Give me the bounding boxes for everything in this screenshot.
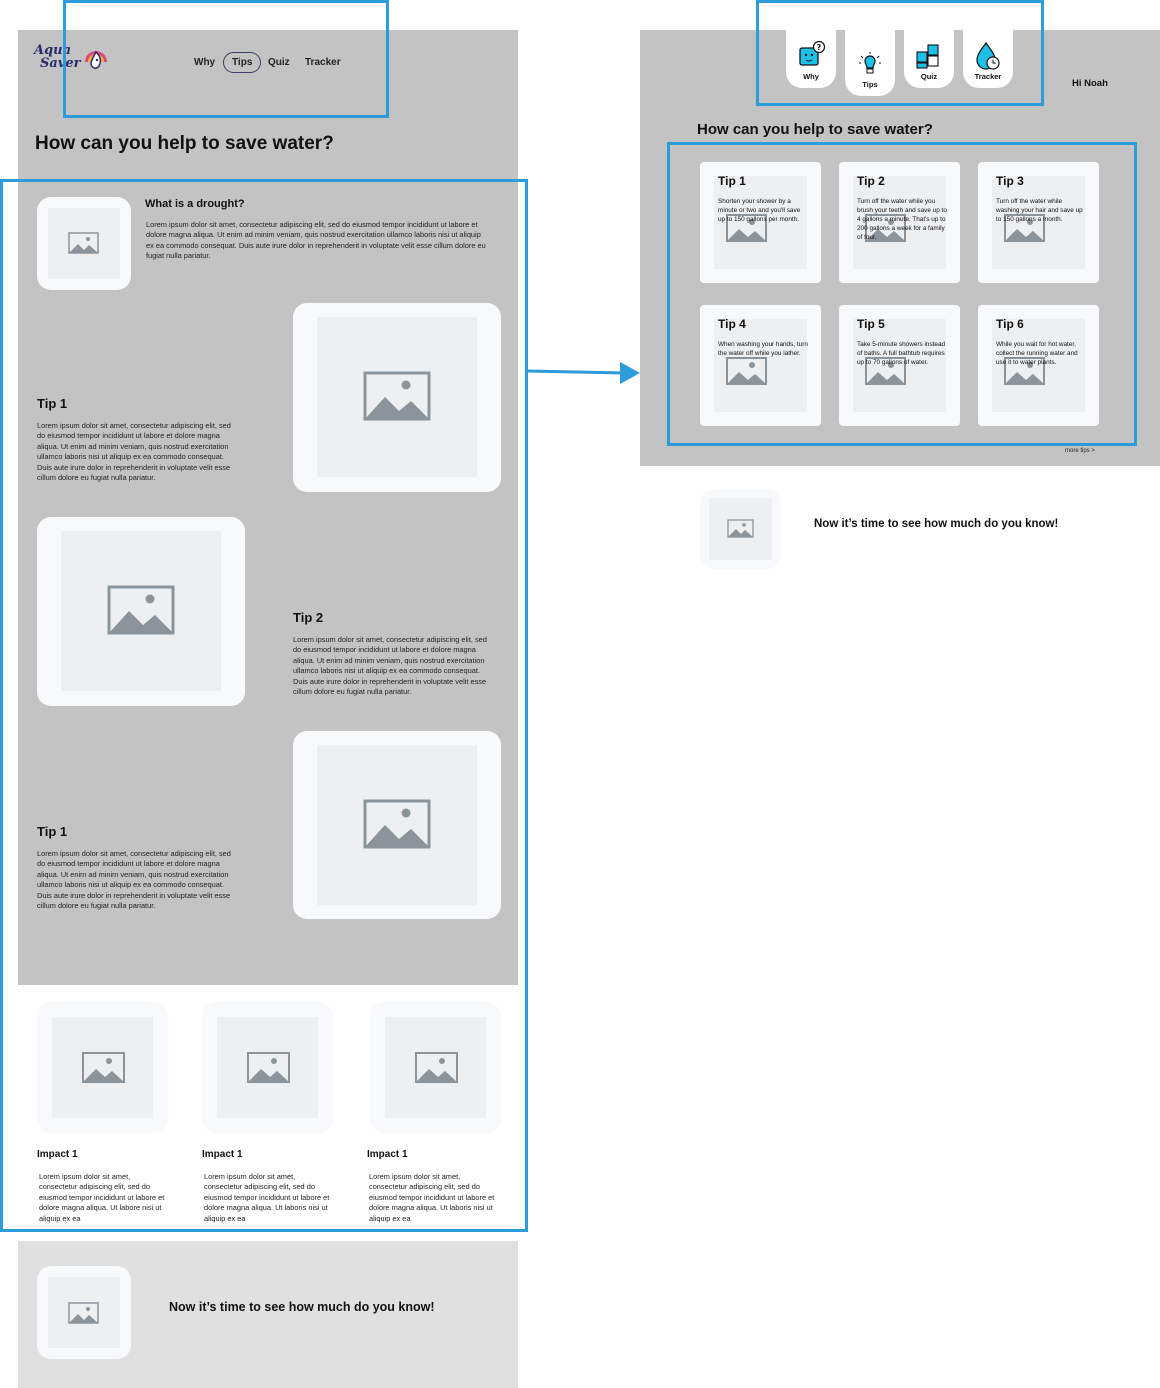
tip-1-body: Lorem ipsum dolor sit amet, consectetur … <box>37 421 231 483</box>
aqua-saver-logo[interactable]: Aqua Saver <box>34 44 114 76</box>
tip-card-title: Tip 5 <box>857 317 885 331</box>
impact-1-image <box>37 1002 168 1133</box>
impact-2-title: Impact 1 <box>202 1149 243 1160</box>
impact-2-body: Lorem ipsum dolor sit amet, consectetur … <box>204 1172 330 1223</box>
impact-3-body: Lorem ipsum dolor sit amet, consectetur … <box>369 1172 495 1223</box>
image-placeholder-icon <box>726 214 767 242</box>
nav-quiz[interactable]: Quiz <box>268 57 290 68</box>
tip-1-image <box>293 303 501 492</box>
annotation-grid-box <box>667 142 1137 446</box>
puzzle-icon <box>916 44 939 69</box>
tip-3-image <box>293 731 501 919</box>
annotation-content-box <box>0 179 528 1232</box>
image-placeholder-icon <box>107 585 175 635</box>
quiz-image <box>37 1266 131 1359</box>
more-tips-link[interactable]: more tips > <box>1065 448 1095 454</box>
tip-2-title: Tip 2 <box>293 610 324 625</box>
tip-3-title: Tip 1 <box>37 824 68 839</box>
annotation-tabs-box <box>756 0 1044 106</box>
user-greeting: Hi Noah <box>1072 78 1108 89</box>
tip-3-body: Lorem ipsum dolor sit amet, consectetur … <box>37 849 231 911</box>
page-title: How can you help to save water? <box>35 133 334 154</box>
tip-2-body: Lorem ipsum dolor sit amet, consectetur … <box>293 635 487 697</box>
impact-3-title: Impact 1 <box>367 1149 408 1160</box>
right-quiz-image <box>700 489 781 569</box>
tab-tips[interactable]: Tips <box>845 30 895 96</box>
tip-card-text: While you wait for hot water, collect th… <box>996 341 1078 367</box>
tip-card-4[interactable]: Tip 4 When washing your hands, turn the … <box>700 305 821 426</box>
water-drop-clock-icon <box>976 41 1000 70</box>
tip-card-title: Tip 4 <box>718 317 746 331</box>
impact-1-body: Lorem ipsum dolor sit amet, consectetur … <box>39 1172 165 1223</box>
tip-2-image <box>37 517 245 706</box>
annotation-nav-box <box>63 0 389 118</box>
logo-line-1: Aqua <box>34 43 72 58</box>
tip-card-title: Tip 3 <box>996 174 1024 188</box>
impact-3-image <box>370 1002 501 1133</box>
drought-image <box>37 197 131 290</box>
tab-tracker[interactable]: Tracker <box>963 30 1013 88</box>
annotation-arrow-icon <box>527 362 640 384</box>
tab-quiz-label: Quiz <box>920 72 938 81</box>
nav-tips[interactable]: Tips <box>223 52 262 73</box>
tip-card-title: Tip 6 <box>996 317 1024 331</box>
image-placeholder-icon <box>726 357 767 385</box>
tip-card-title: Tip 1 <box>718 174 746 188</box>
tab-why-label: Why <box>803 72 819 81</box>
impact-2-image <box>202 1002 333 1133</box>
tip-card-1[interactable]: Tip 1 Shorten your shower by a minute or… <box>700 162 821 283</box>
left-quiz-cta[interactable]: Now it’s time to see how much do you kno… <box>169 1300 435 1314</box>
logo-wordmark: Aqua Saver <box>34 44 81 70</box>
logo-mascot-icon <box>85 50 107 69</box>
tip-card-2[interactable]: Tip 2 Turn off the water while you brush… <box>839 162 960 283</box>
image-placeholder-icon <box>82 1052 125 1083</box>
tip-card-3[interactable]: Tip 3 Turn off the water while washing y… <box>978 162 1099 283</box>
image-placeholder-icon <box>363 799 431 849</box>
nav-tracker[interactable]: Tracker <box>305 57 341 68</box>
tip-card-text: When washing your hands, turn the water … <box>718 341 808 358</box>
lightbulb-icon <box>859 52 881 74</box>
drought-body: Lorem ipsum dolor sit amet, consectetur … <box>146 220 486 261</box>
tip-card-6[interactable]: Tip 6 While you wait for hot water, coll… <box>978 305 1099 426</box>
tip-card-text: Take 5-minute showers instead of baths. … <box>857 341 946 367</box>
drought-heading: What is a drought? <box>145 198 245 210</box>
tab-tracker-label: Tracker <box>974 72 1002 81</box>
image-placeholder-icon <box>363 371 431 421</box>
nav-why[interactable]: Why <box>194 57 216 68</box>
image-placeholder-icon <box>865 357 906 385</box>
tip-card-text: Shorten your shower by a minute or two a… <box>718 198 801 224</box>
logo-line-2: Saver <box>40 56 81 71</box>
image-placeholder-icon <box>727 519 754 538</box>
question-box-icon: ? <box>799 40 826 66</box>
right-quiz-cta[interactable]: Now it’s time to see how much do you kno… <box>814 518 1059 530</box>
tab-why[interactable]: ? Why <box>786 30 836 88</box>
image-placeholder-icon <box>1004 357 1045 385</box>
tab-quiz[interactable]: Quiz <box>904 30 954 88</box>
right-page-title: How can you help to save water? <box>697 121 933 138</box>
image-placeholder-icon <box>415 1052 458 1083</box>
tip-1-title: Tip 1 <box>37 396 68 411</box>
svg-text:?: ? <box>817 43 822 52</box>
image-placeholder-icon <box>865 214 906 242</box>
tip-card-5[interactable]: Tip 5 Take 5-minute showers instead of b… <box>839 305 960 426</box>
tab-tips-label: Tips <box>862 80 878 89</box>
tip-card-text: Turn off the water while washing your ha… <box>996 198 1083 224</box>
image-placeholder-icon <box>68 1302 99 1324</box>
image-placeholder-icon <box>68 232 99 254</box>
tip-card-title: Tip 2 <box>857 174 885 188</box>
image-placeholder-icon <box>1004 214 1045 242</box>
impact-1-title: Impact 1 <box>37 1149 78 1160</box>
tip-card-text: Turn off the water while you brush your … <box>857 198 947 242</box>
image-placeholder-icon <box>247 1052 290 1083</box>
